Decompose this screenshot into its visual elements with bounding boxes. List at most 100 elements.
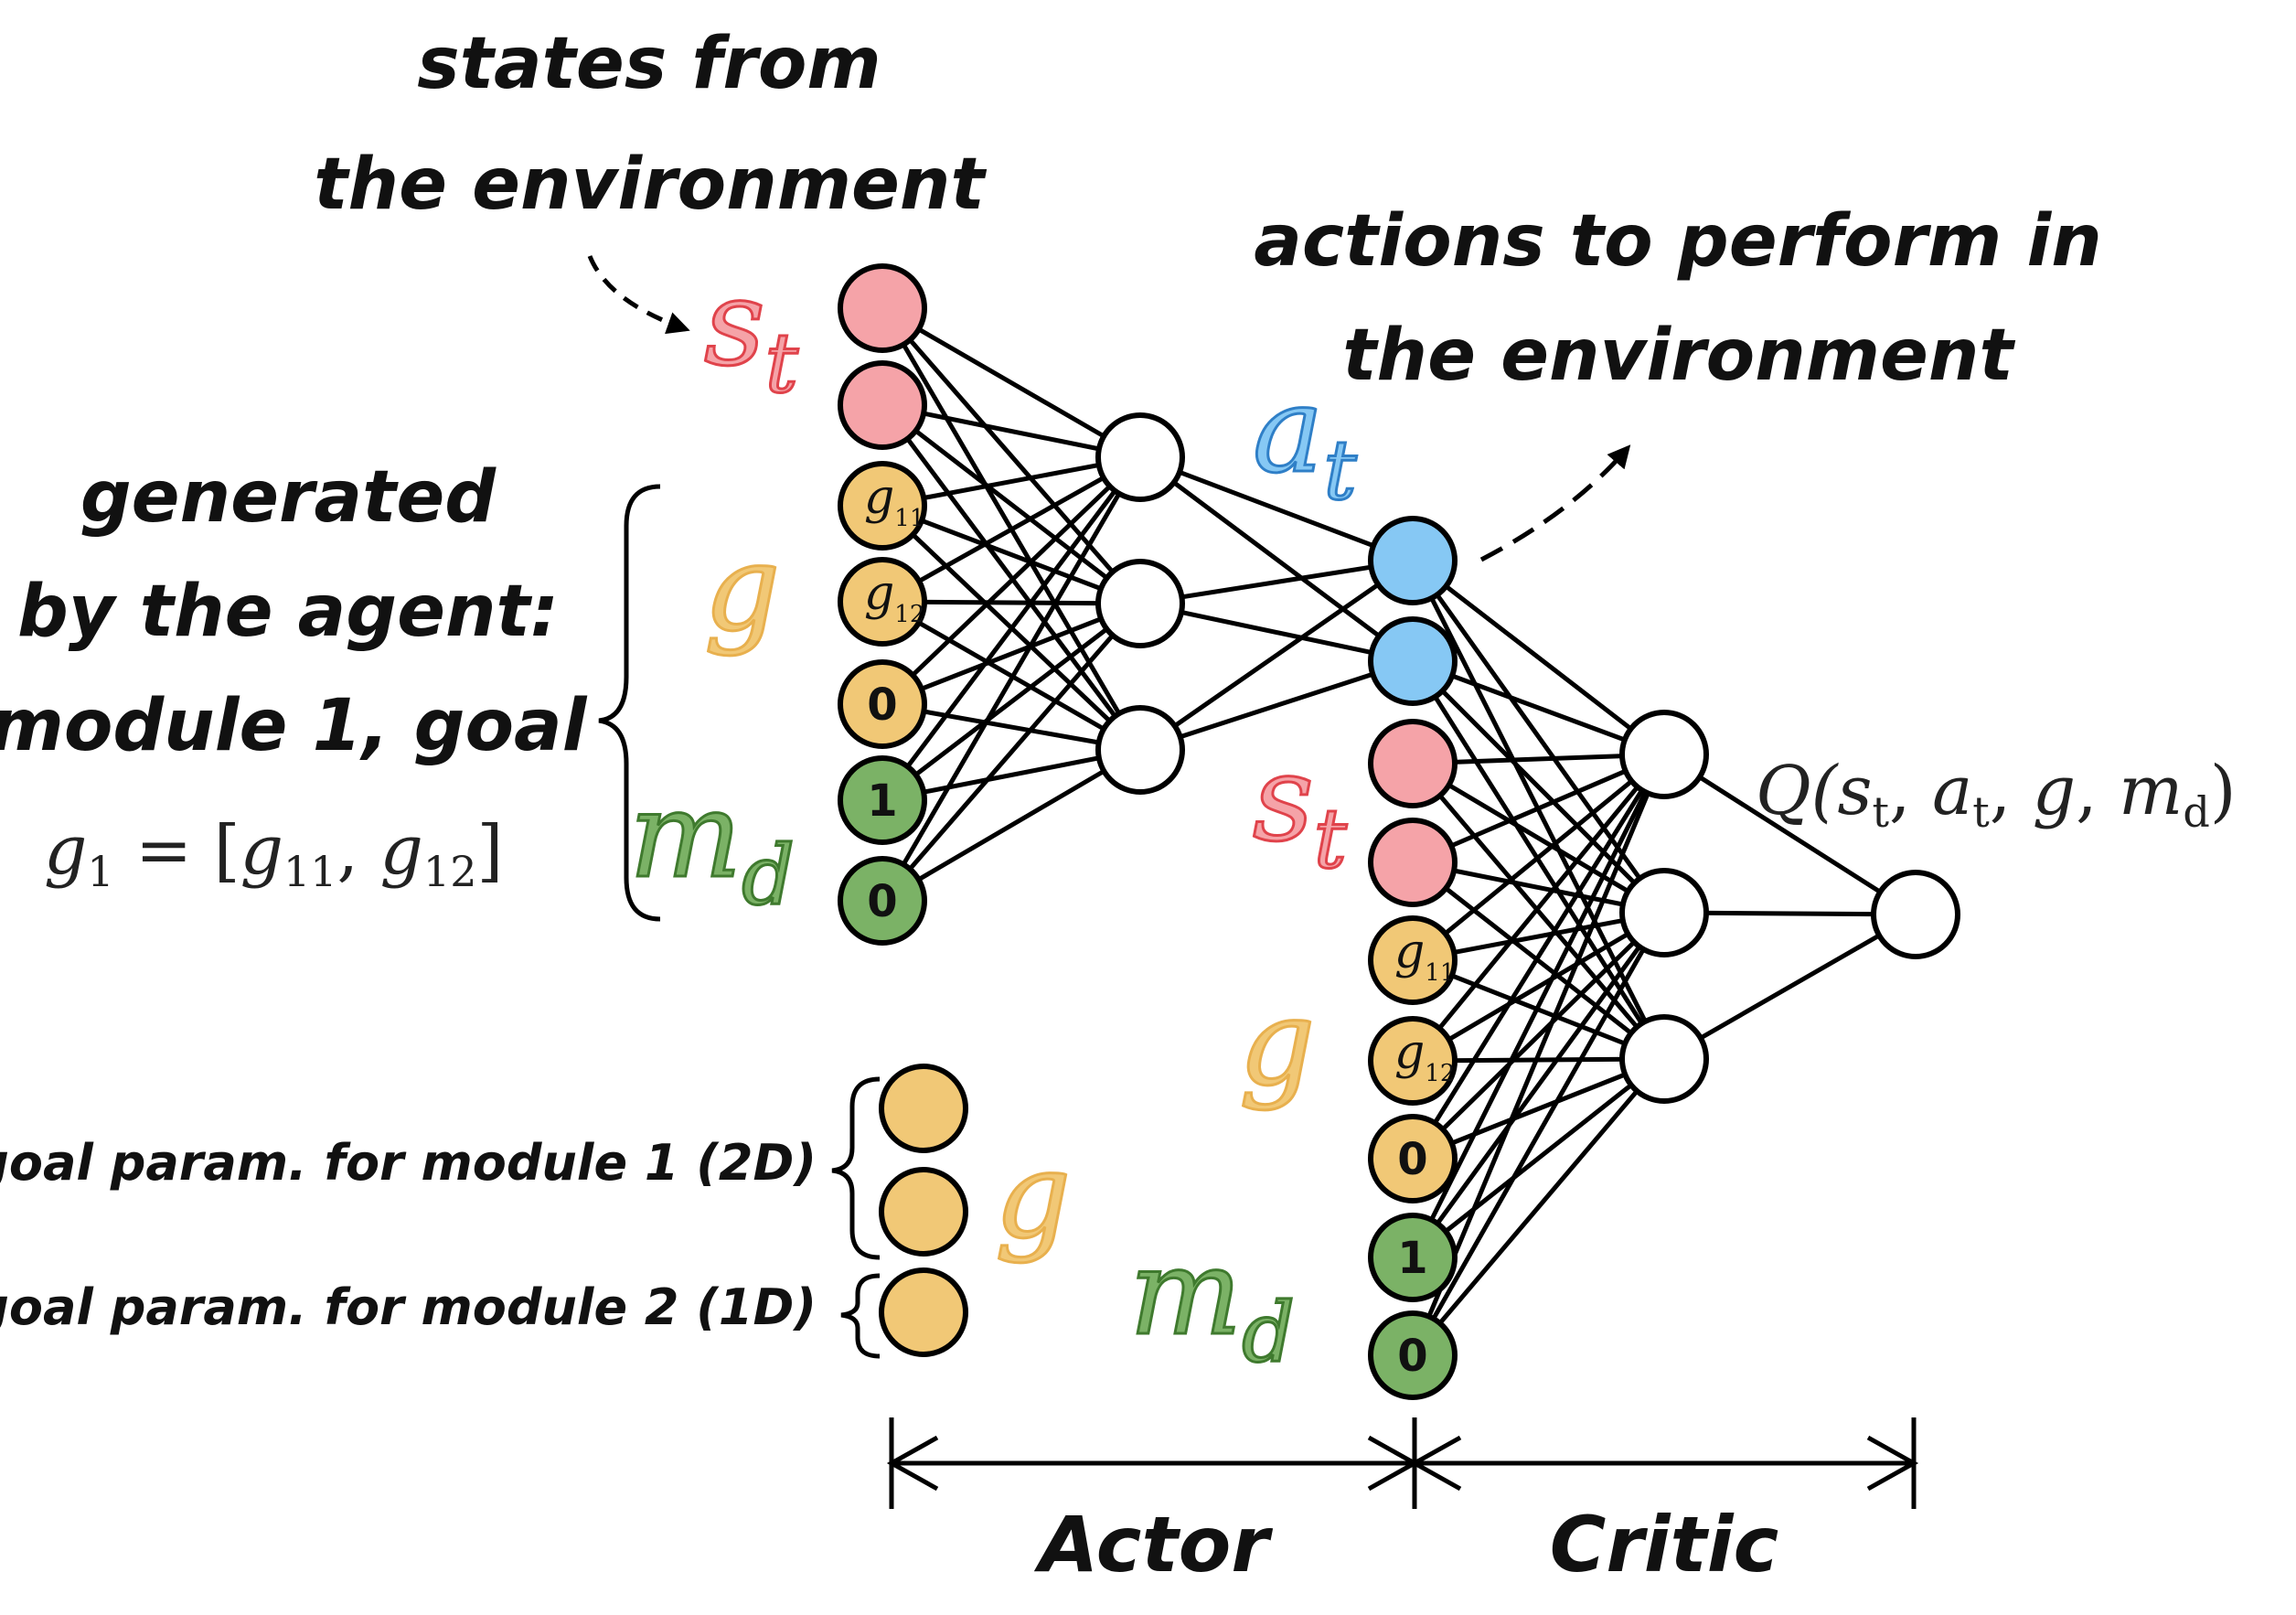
critic-input-action-node [1368, 616, 1458, 706]
goal-param-module2-label: goal param. for module 2 (1D) [0, 1278, 817, 1336]
dimension-arrow-icon [886, 1417, 1919, 1509]
states-annotation-line2: the environment [314, 144, 987, 226]
actor-hidden-node-circle [1095, 412, 1185, 502]
critic-input-module-node-circle [1368, 1310, 1458, 1400]
q-output-node [1871, 870, 1960, 959]
actor-input-goal-node-circle [838, 557, 927, 647]
connection-edge [1411, 1057, 1666, 1357]
connection-edge [881, 305, 1142, 460]
connection-edge [881, 306, 1142, 605]
actor-hidden-node [1095, 705, 1185, 795]
connection-edge [1411, 761, 1666, 915]
connection-edge [1411, 762, 1666, 1061]
connection-edge [1412, 1056, 1665, 1161]
actor-input-state-node [838, 360, 927, 450]
goal-param-module1-label: goal param. for module 1 (2D) [0, 1134, 817, 1192]
module-symbol-critic: md [1129, 1223, 1295, 1381]
q-output-node-circle [1871, 870, 1960, 959]
critic-input-goal-node-circle [1368, 1016, 1458, 1106]
actor-input-module-node-circle [838, 755, 927, 845]
connection-edge [881, 602, 1142, 802]
actor-input-module-node-label: 1 [867, 775, 897, 827]
goal-symbol-actor: g [704, 519, 780, 658]
connection-edge [881, 455, 1142, 604]
connection-edge [881, 601, 1141, 707]
actor-input-state-node [838, 263, 927, 353]
actor-input-state-node-circle [838, 360, 927, 450]
critic-input-module-node: 1 [1368, 1213, 1458, 1302]
connection-edge [1139, 601, 1414, 664]
critic-input-goal-node-circle [1368, 1114, 1458, 1203]
connection-edge [1138, 455, 1415, 664]
connection-edge [1412, 752, 1665, 865]
critic-input-action-node-circle [1368, 616, 1458, 706]
connection-edge [880, 455, 1143, 903]
actor-input-state-node-circle [838, 263, 927, 353]
critic-input-state-node [1368, 818, 1458, 907]
critic-input-goal-node: g11 [1368, 915, 1458, 1005]
connection-edge [1138, 558, 1415, 753]
critic-hidden-node [1619, 868, 1709, 957]
connection-edge [1411, 559, 1666, 756]
dashed-arrow-icon [587, 255, 690, 335]
dashed-arrow-icon [1479, 444, 1631, 562]
critic-hidden-node [1619, 710, 1709, 799]
goal-param-legend-node-circle [879, 1167, 968, 1257]
goal-param-legend-node [879, 1167, 968, 1257]
generated-annotation-line3: module 1, goal [0, 685, 588, 767]
goal-symbol-legend: g [995, 1126, 1071, 1265]
curly-brace-icon [598, 484, 661, 922]
critic-input-goal-node: g12 [1368, 1016, 1458, 1106]
actor-input-goal-node-circle [838, 659, 927, 749]
actor-input-goal-node: 0 [838, 659, 927, 749]
actions-annotation-line1: actions to perform in [1254, 200, 2102, 283]
actor-input-goal-node-label: g11 [864, 470, 924, 532]
curly-brace-icon [840, 1273, 881, 1359]
connection-edge [1411, 753, 1666, 1063]
actor-input-module-node: 1 [838, 755, 927, 845]
actor-input-goal-node: g12 [838, 557, 927, 647]
connection-edge [881, 455, 1142, 706]
goal-param-legend-node-circle [879, 1267, 968, 1357]
critic-input-goal-node: 0 [1368, 1114, 1458, 1203]
connection-edge [1410, 753, 1667, 1160]
connection-edge [881, 747, 1142, 904]
connection-edge [1139, 558, 1414, 606]
critic-input-module-node: 0 [1368, 1310, 1458, 1400]
connection-edge [881, 455, 1142, 802]
connection-edge [1410, 911, 1667, 1357]
critic-input-action-node [1368, 516, 1458, 605]
critic-input-module-node-label: 0 [1397, 1331, 1427, 1382]
connection-edge [881, 503, 1141, 606]
critic-hidden-node [1619, 1014, 1709, 1104]
module-symbol-actor: md [629, 765, 795, 924]
connection-edge [1139, 658, 1414, 753]
critic-hidden-node-circle [1619, 1014, 1709, 1104]
curly-brace-icon [831, 1076, 881, 1260]
critic-input-module-node-circle [1368, 1213, 1458, 1302]
actor-input-module-node-circle [838, 856, 927, 946]
actor-input-goal-node-label: g12 [864, 566, 924, 628]
actor-hidden-node [1095, 412, 1185, 502]
connection-edge [1411, 910, 1666, 1064]
goal-param-legend-node [879, 1064, 968, 1153]
actor-input-goal-node-label: 0 [867, 679, 897, 731]
critic-input-goal-node-circle [1368, 915, 1458, 1005]
connection-edge [1662, 912, 1917, 1062]
critic-hidden-node-circle [1619, 868, 1709, 957]
critic-input-goal-node-label: g12 [1394, 1025, 1455, 1087]
q-function-label: Q(st, at, g, md) [1756, 752, 2237, 837]
goal-param-legend-node-circle [879, 1064, 968, 1153]
state-symbol-critic: st [1253, 729, 1348, 887]
critic-hidden-node-circle [1619, 710, 1709, 799]
action-symbol: at [1253, 360, 1358, 519]
generated-annotation-line2: by the agent: [17, 571, 559, 653]
connection-edge [1411, 659, 1666, 914]
actor-hidden-node-circle [1095, 705, 1185, 795]
connection-edge [880, 403, 1143, 752]
connection-edge [1662, 752, 1917, 917]
actor-input-module-node: 0 [838, 856, 927, 946]
actor-hidden-node [1095, 559, 1185, 648]
state-symbol-actor: st [704, 253, 799, 412]
actor-input-goal-node: g11 [838, 461, 927, 551]
